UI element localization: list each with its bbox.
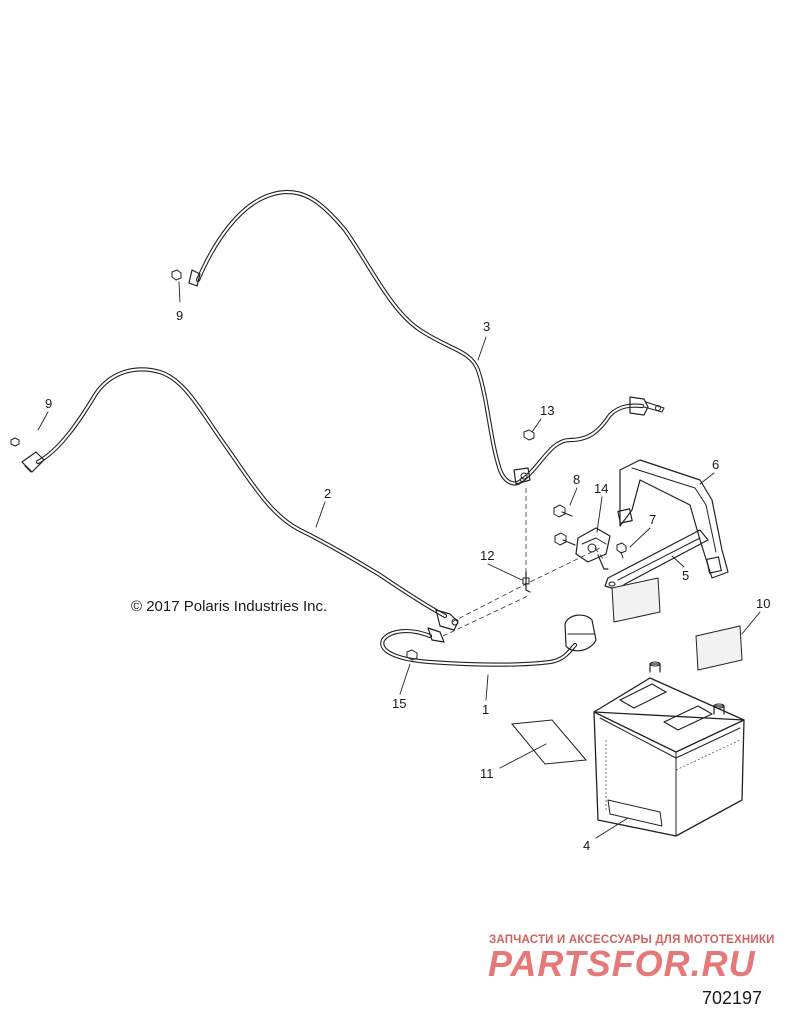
bolt-8 [553, 504, 573, 518]
watermark-tagline: ЗАПЧАСТИ И АКСЕССУАРЫ ДЛЯ МОТОТЕХНИКИ [489, 934, 775, 946]
callout-3: 3 [483, 319, 490, 334]
leader-lines [37, 281, 761, 839]
callout-9-upper: 9 [176, 308, 183, 323]
alignment-lines [442, 488, 605, 637]
battery-4 [593, 661, 745, 837]
relay-14 [575, 527, 611, 570]
callout-13: 13 [540, 403, 554, 418]
callout-15: 15 [392, 696, 406, 711]
nut-15 [406, 649, 418, 661]
drawing-number: 702197 [702, 988, 763, 1008]
nut-9-left [10, 437, 20, 447]
callout-11: 11 [480, 766, 494, 781]
bracket-5 [604, 529, 709, 591]
clip-12 [522, 571, 531, 593]
nut-9-upper [171, 269, 182, 281]
cable-1 [380, 614, 597, 667]
callout-9-left: 9 [45, 396, 52, 411]
strap-6 [617, 459, 729, 579]
callout-14: 14 [594, 481, 608, 496]
hardware [10, 269, 627, 661]
callout-5: 5 [682, 568, 689, 583]
pad-10 [695, 625, 743, 671]
callout-numbers: 3 2 9 9 13 8 14 7 6 5 12 10 1 15 11 4 [45, 308, 770, 853]
bolt-14 [554, 532, 576, 546]
callout-10: 10 [756, 596, 770, 611]
copyright-text: © 2017 Polaris Industries Inc. [131, 598, 328, 615]
callout-12: 12 [480, 548, 494, 563]
nut-13 [523, 429, 535, 441]
callout-7: 7 [649, 512, 656, 527]
callout-4: 4 [583, 838, 590, 853]
callout-2: 2 [324, 486, 331, 501]
callout-8: 8 [573, 472, 580, 487]
callout-6: 6 [712, 457, 719, 472]
cable-3 [188, 189, 665, 486]
pads [511, 577, 743, 765]
fastener-7 [616, 542, 627, 559]
callout-1: 1 [482, 702, 489, 717]
pad-near-5 [611, 577, 661, 623]
pad-11 [511, 719, 588, 765]
watermark-logo: PARTSFOR.RU [488, 943, 756, 984]
cable-2 [21, 367, 459, 631]
